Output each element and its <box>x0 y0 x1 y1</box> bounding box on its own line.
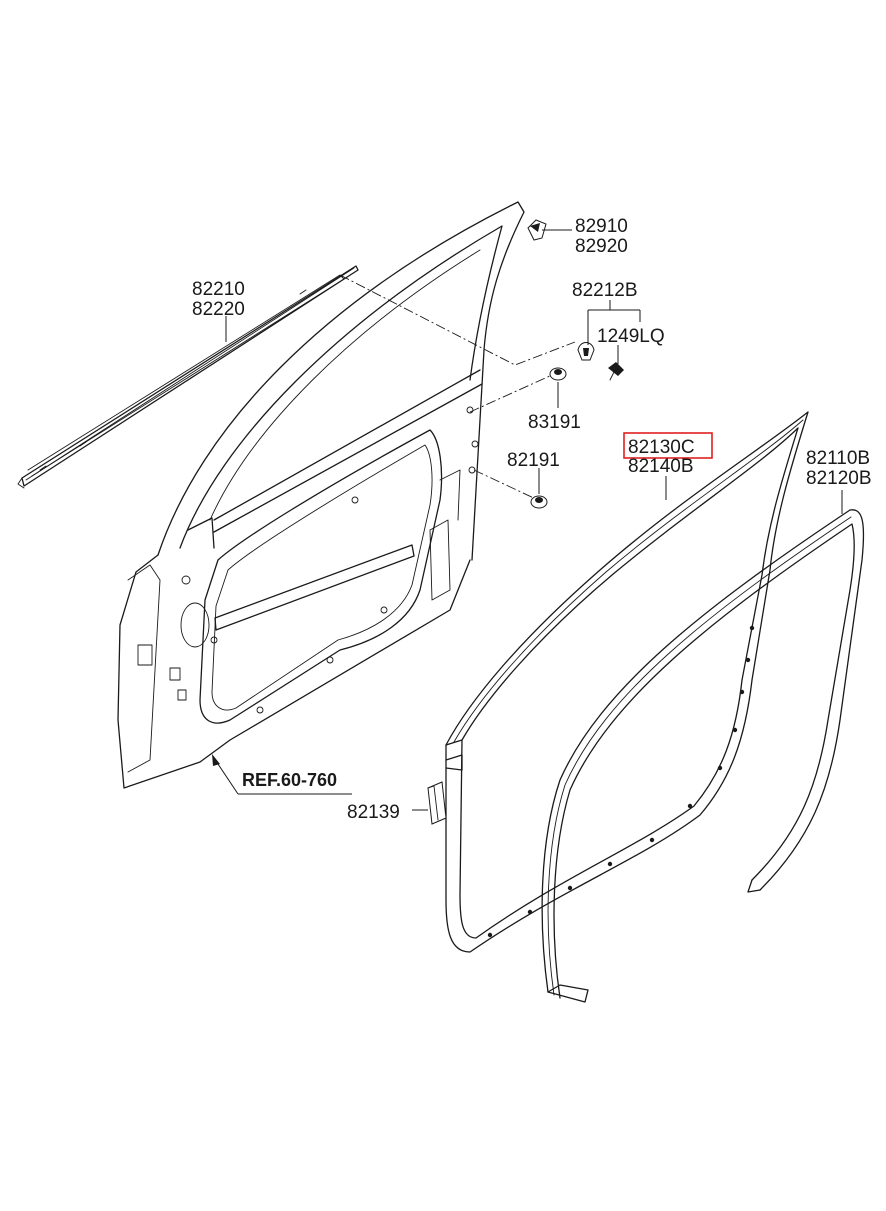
label-pad[interactable]: 82139 <box>347 802 400 823</box>
screw-part[interactable] <box>608 362 624 381</box>
clip-part[interactable] <box>577 342 595 361</box>
outer-weatherstrip-part[interactable] <box>541 509 865 1003</box>
label-clip[interactable]: 82212B <box>572 280 638 301</box>
pad-part[interactable] <box>427 781 447 825</box>
bracket-part[interactable] <box>527 219 547 241</box>
label-seal-outer-b[interactable]: 82120B <box>806 468 872 489</box>
highlight-box <box>623 432 713 459</box>
ref-line-plug-lower <box>473 469 539 501</box>
ref-line-plug-upper <box>469 374 553 413</box>
callout-labels: 82910 82920 82210 82220 82212B 1249LQ 83… <box>192 216 872 823</box>
label-seal-inner-a[interactable]: 82130C <box>628 437 695 458</box>
belt-molding-part[interactable] <box>17 265 359 489</box>
door-panel-part[interactable] <box>117 201 525 789</box>
inner-weatherstrip-part[interactable] <box>445 411 809 953</box>
ref-line-clip <box>339 274 576 366</box>
label-plug-lower[interactable]: 82191 <box>507 450 560 471</box>
leader-lines <box>212 229 843 811</box>
label-belt-molding-a[interactable]: 82210 <box>192 279 245 300</box>
label-belt-molding-b[interactable]: 82220 <box>192 299 245 320</box>
label-screw[interactable]: 1249LQ <box>597 326 665 347</box>
label-bracket-top-a[interactable]: 82910 <box>575 216 628 237</box>
label-seal-inner-b[interactable]: 82140B <box>628 456 694 477</box>
label-seal-outer-a[interactable]: 82110B <box>806 448 870 469</box>
label-reference[interactable]: REF.60-760 <box>242 770 337 790</box>
label-plug-upper[interactable]: 83191 <box>528 412 581 433</box>
plug-lower-part[interactable] <box>530 495 548 509</box>
plug-upper-part[interactable] <box>549 367 567 381</box>
label-bracket-top-b[interactable]: 82920 <box>575 236 628 257</box>
